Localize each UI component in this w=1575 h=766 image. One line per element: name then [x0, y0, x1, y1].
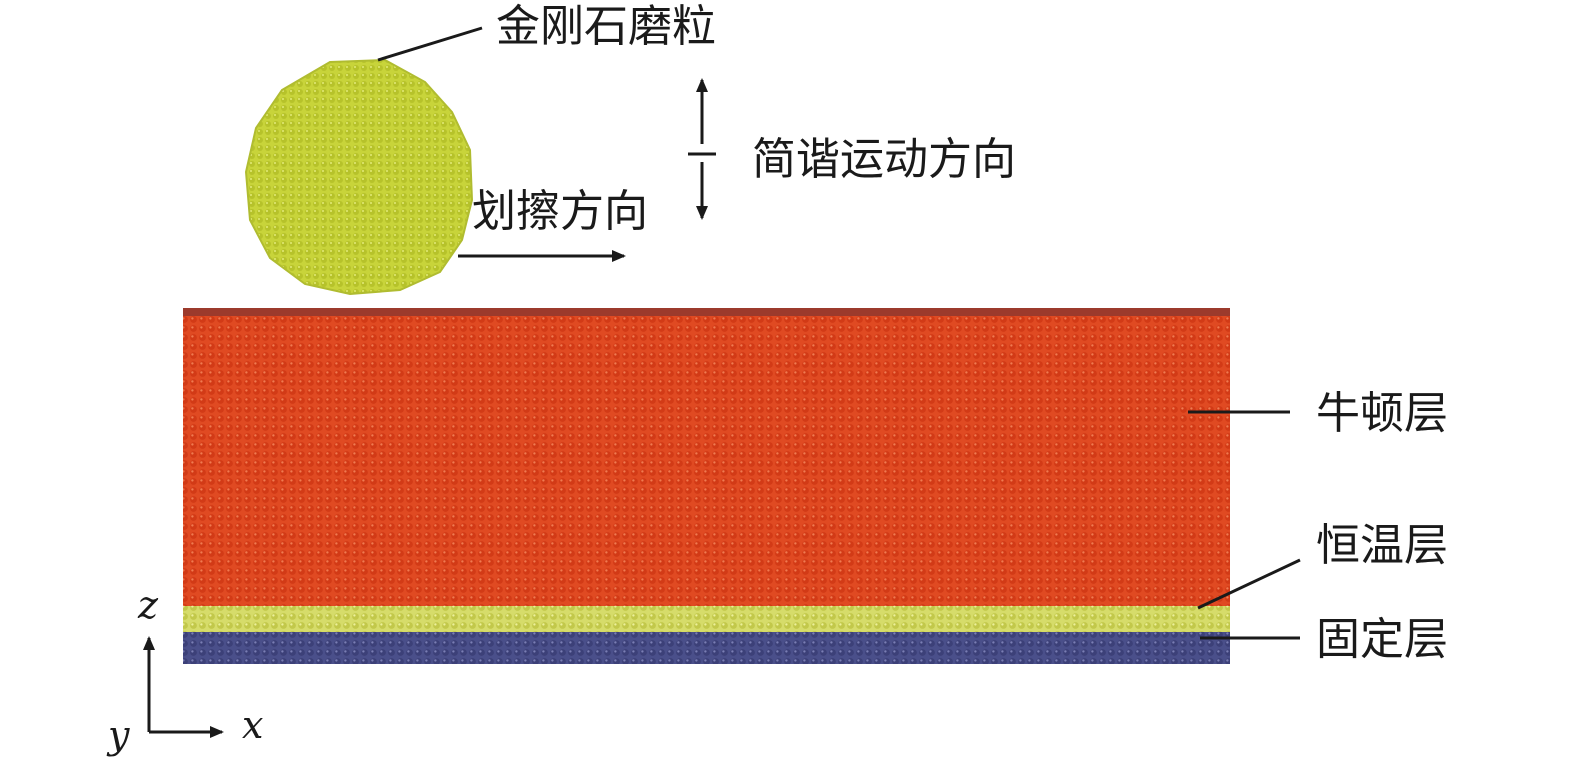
y-axis-label: y [106, 713, 130, 757]
z-axis-label: z [137, 583, 159, 627]
diamond-grain [244, 58, 474, 296]
thermostat-layer-leader [1197, 558, 1301, 610]
scratch-direction-label: 划擦方向 [472, 186, 648, 237]
thermostat-layer-region [183, 606, 1230, 632]
newton-layer-top-edge [183, 308, 1230, 316]
diamond-grain-label: 金刚石磨粒 [496, 1, 716, 52]
newton-layer-region [183, 308, 1230, 606]
diamond-grain-leader [377, 26, 483, 62]
newton-layer-label: 牛顿层 [1316, 388, 1448, 439]
harmonic-direction-label: 简谐运动方向 [752, 134, 1016, 185]
thermostat-layer-label: 恒温层 [1316, 520, 1448, 571]
diamond-grain-body [244, 58, 474, 296]
fixed-layer-region [183, 632, 1230, 664]
x-axis-label: x [242, 703, 263, 747]
coordinate-axes: z y x [106, 583, 263, 757]
harmonic-motion-indicator [688, 78, 716, 220]
fixed-layer-label: 固定层 [1316, 614, 1448, 665]
workpiece [183, 308, 1230, 664]
